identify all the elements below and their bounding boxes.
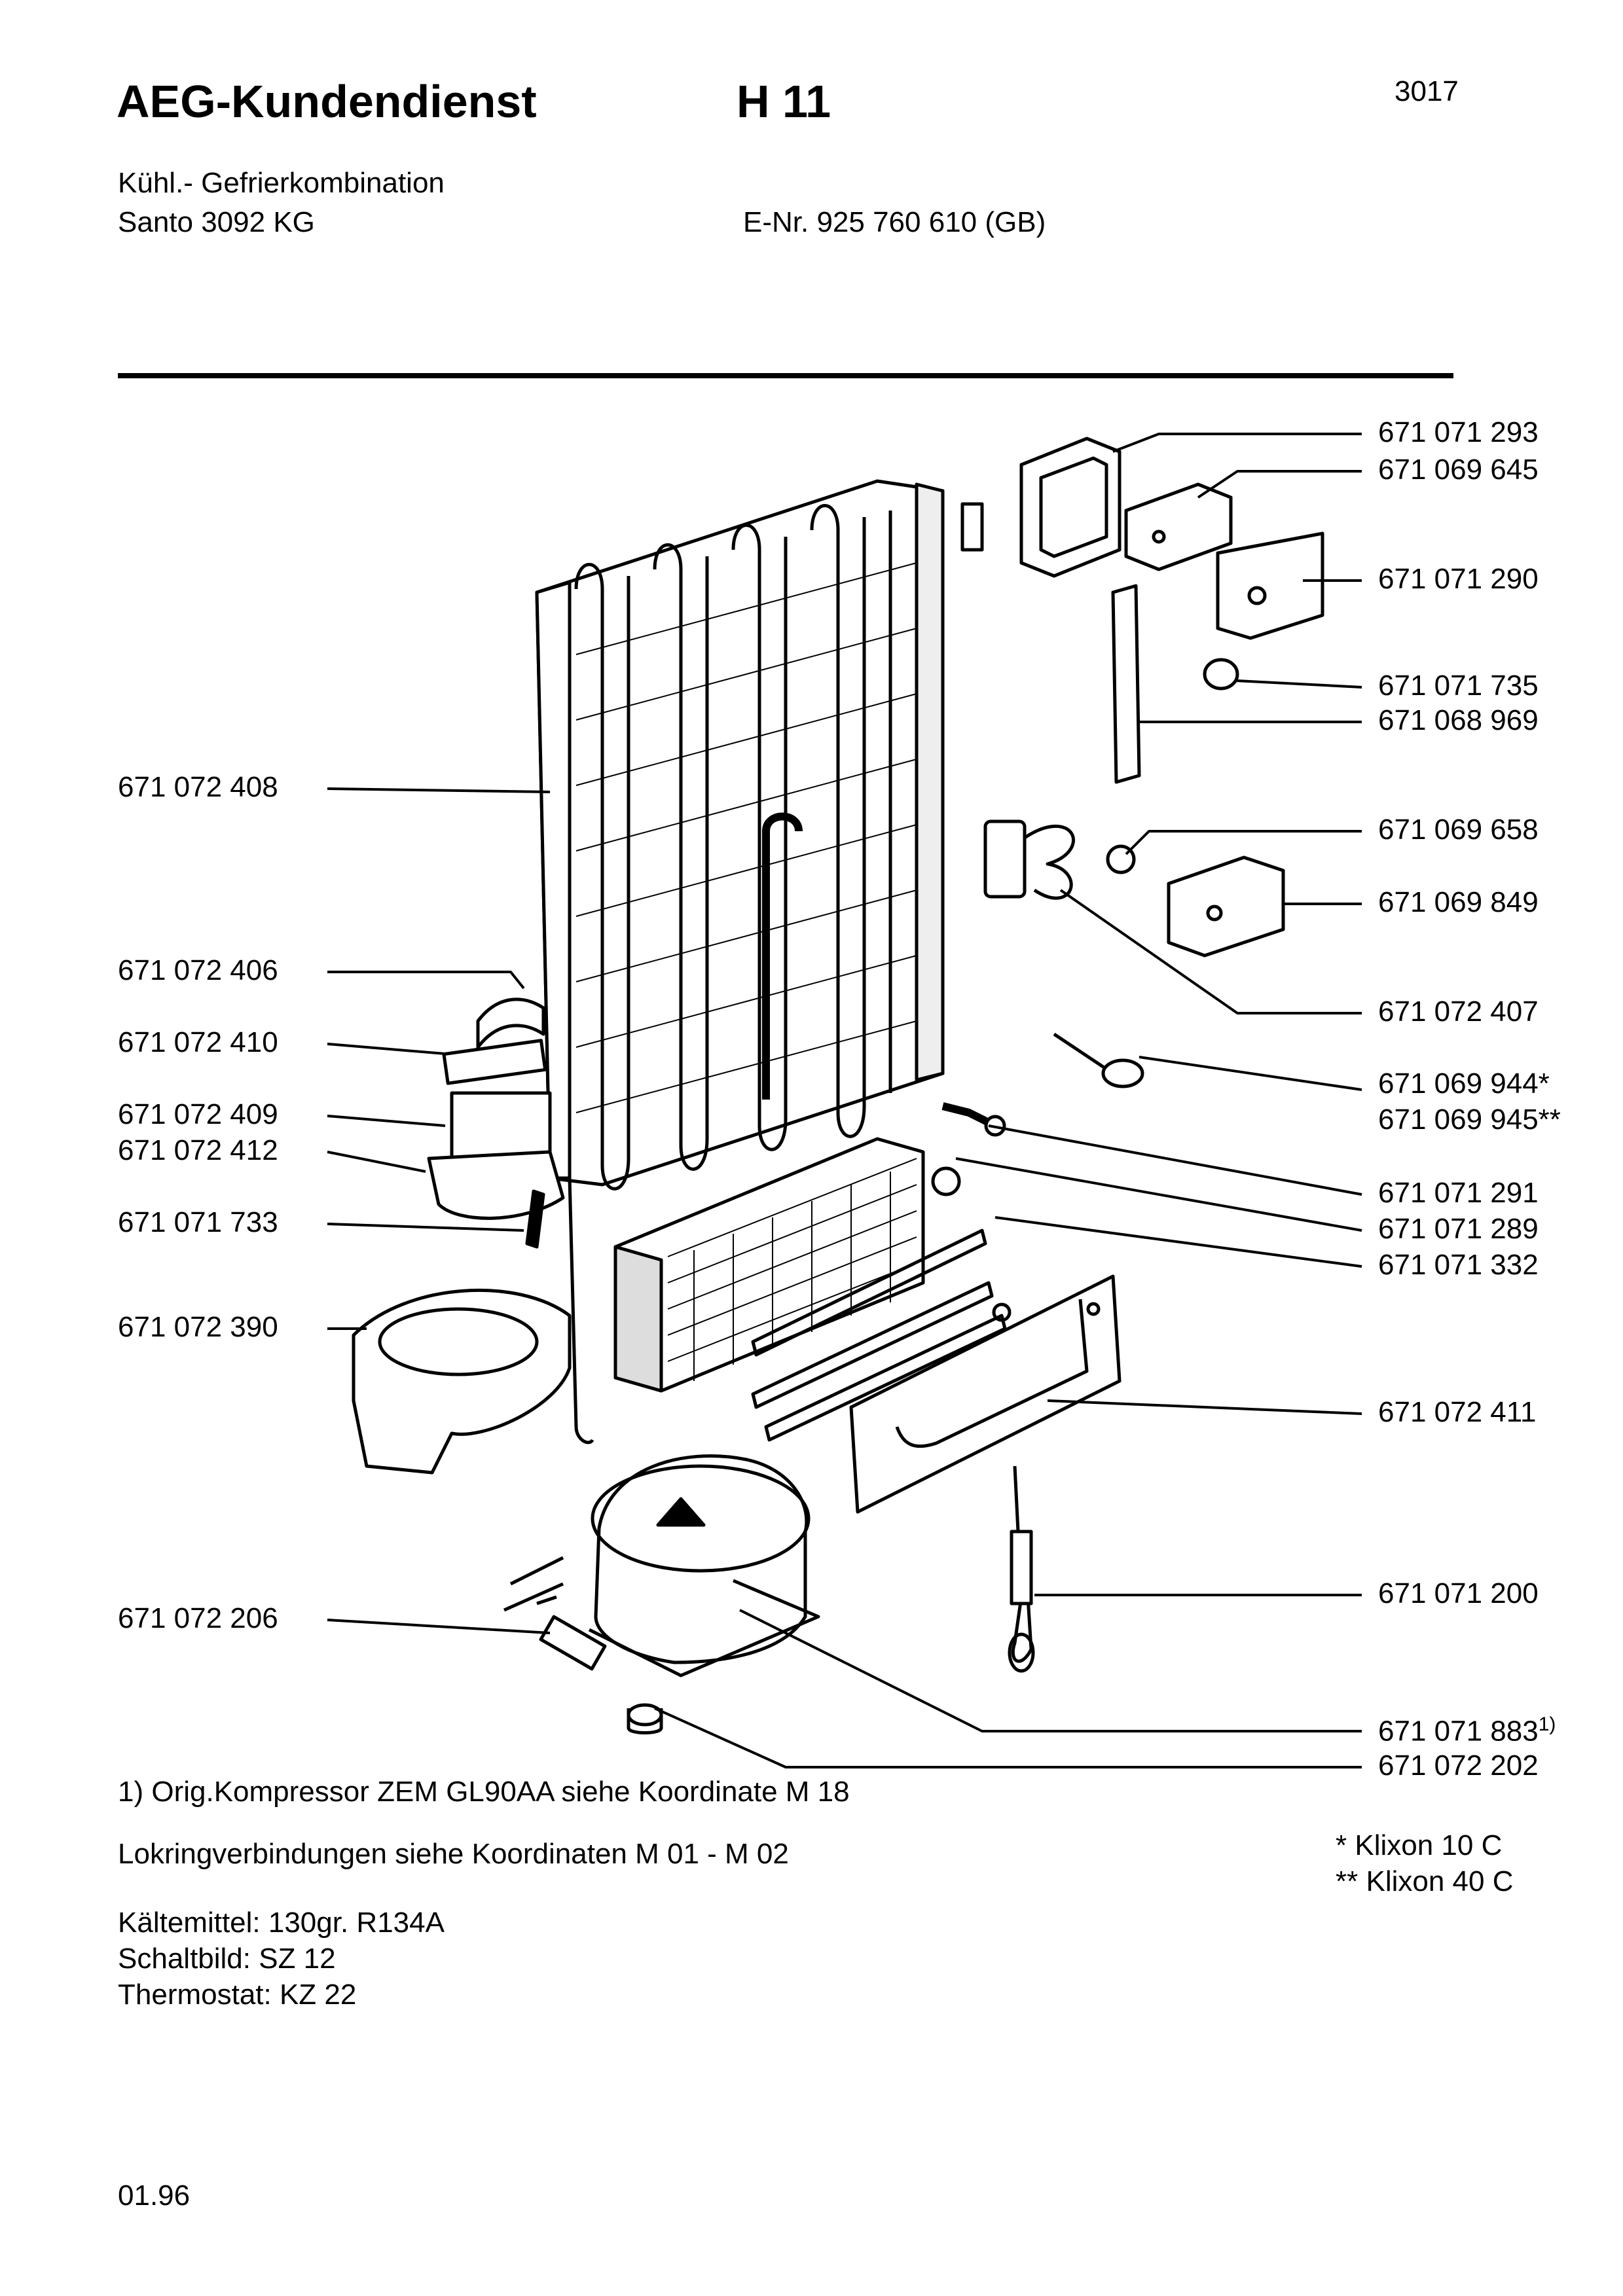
footnote-text: 1) Orig.Kompressor ZEM GL90AA siehe Koor…: [118, 1776, 850, 1808]
part-label: 671 071 8831): [1378, 1713, 1556, 1748]
part-label: 671 072 407: [1378, 996, 1539, 1028]
thermostat-note: Thermostat: KZ 22: [118, 1979, 357, 2011]
part-label: 671 071 290: [1378, 563, 1539, 595]
part-label: 671 069 944*: [1378, 1067, 1550, 1100]
page-code: 3017: [1395, 75, 1459, 107]
part-label: 671 071 200: [1378, 1577, 1539, 1609]
sensor-cable: [1008, 1465, 1035, 1673]
klixon-40-note: ** Klixon 40 C: [1336, 1865, 1514, 1897]
part-label: 671 069 645: [1378, 454, 1539, 486]
part-label: 671 071 291: [1378, 1177, 1539, 1209]
part-label: 671 072 406: [118, 954, 278, 986]
part-number: 671 071 883: [1378, 1715, 1539, 1748]
part-label: 671 068 969: [1378, 704, 1539, 736]
enr-number: E-Nr. 925 760 610 (GB): [743, 206, 1046, 238]
part-label: 671 072 411: [1378, 1396, 1537, 1428]
fan-assembly: [983, 819, 1285, 958]
part-label: 671 069 658: [1378, 814, 1539, 846]
part-label: 671 072 409: [118, 1098, 278, 1130]
part-label: 671 072 390: [118, 1311, 278, 1343]
part-label: 671 072 410: [118, 1026, 278, 1058]
part-label: 671 069 945**: [1378, 1103, 1561, 1136]
compressor: [503, 1454, 820, 1734]
part-label: 671 069 849: [1378, 886, 1539, 918]
heat-exchanger: [613, 1137, 1012, 1442]
refrigerant-note: Kältemittel: 130gr. R134A: [118, 1907, 445, 1939]
part-label: 671 072 206: [118, 1602, 278, 1634]
evaporator-cover: [849, 1274, 1122, 1514]
part-label: 671 071 293: [1378, 416, 1539, 448]
condenser-panel: [535, 479, 945, 1444]
part-label: 671 072 408: [118, 771, 278, 803]
klixon-10-note: * Klixon 10 C: [1336, 1829, 1503, 1861]
part-label: 671 071 289: [1378, 1213, 1539, 1245]
part-label: 671 071 735: [1378, 670, 1539, 702]
header-rule: [118, 373, 1453, 378]
wiring-note: Schaltbild: SZ 12: [118, 1943, 336, 1975]
part-label: 671 072 202: [1378, 1749, 1539, 1782]
brand-title: AEG-Kundendienst: [117, 76, 537, 127]
part-label: 671 072 412: [118, 1134, 278, 1166]
appliance-type: Kühl.- Gefrierkombination: [118, 167, 445, 199]
klixon-relay: [941, 1032, 1144, 1137]
left-accessories: [352, 997, 572, 1475]
part-label: 671 071 332: [1378, 1249, 1539, 1281]
footnote-marker: 1): [1538, 1713, 1556, 1735]
part-label: 671 071 733: [118, 1206, 278, 1238]
lokring-note: Lokringverbindungen siehe Koordinaten M …: [118, 1838, 789, 1870]
thermostat-housing: [960, 437, 1324, 784]
section-title: H 11: [737, 76, 831, 127]
model-name: Santo 3092 KG: [118, 206, 315, 238]
issue-date: 01.96: [118, 2179, 191, 2212]
